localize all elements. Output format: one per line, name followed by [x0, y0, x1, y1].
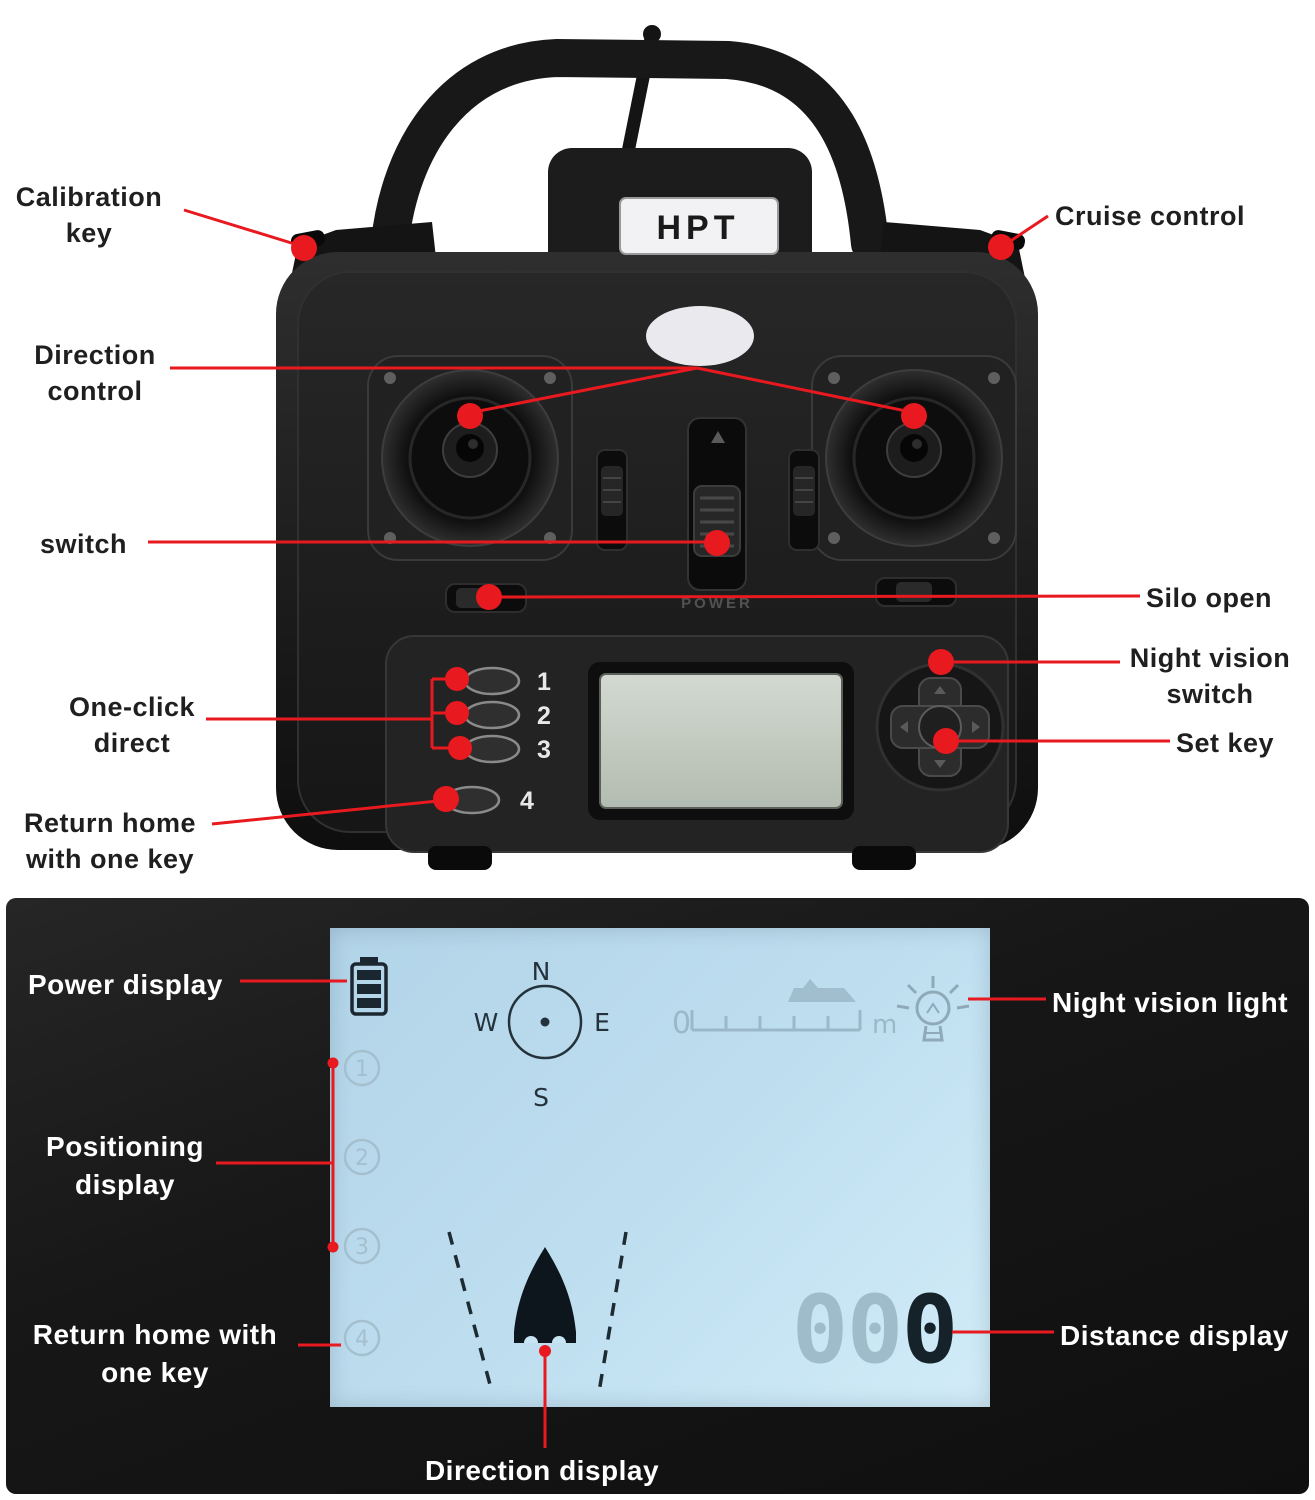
bottom-annotations: [216, 979, 1054, 1448]
right-joystick: [811, 355, 1017, 561]
compass-w: W: [474, 1008, 499, 1037]
power-slider: POWER: [681, 417, 753, 612]
label-positioning-display: Positioning display: [46, 1131, 204, 1200]
label-one-click-direct: One-click direct: [68, 692, 196, 758]
distance-readout: 0 0 0: [792, 1276, 959, 1385]
annotation-set-key: [933, 728, 1170, 754]
function-buttons: 1 2 3 4: [443, 666, 551, 815]
label-return-home-one-key: Return home with one key: [32, 1319, 278, 1388]
silo-switch-slider: [875, 577, 957, 607]
speaker-oval: [646, 306, 754, 366]
label-switch: switch: [40, 529, 128, 559]
label-night-vision-light: Night vision light: [1052, 987, 1289, 1018]
right-trim-slider: [788, 449, 820, 551]
button-4-label: 4: [520, 787, 534, 815]
annotation-one-click-direct: [206, 667, 472, 760]
annotation-night-vision-switch: [928, 649, 1120, 675]
compass-e: E: [594, 1008, 610, 1037]
lcd-content: N S W E 0 m: [343, 957, 970, 1393]
label-distance-display: Distance display: [1060, 1320, 1289, 1351]
annotation-direction-control: [170, 366, 927, 429]
left-foot: [428, 846, 492, 870]
brand-plate: [619, 197, 779, 255]
compass-icon: N S W E: [474, 957, 610, 1112]
bulb-icon: [896, 976, 970, 1042]
positioning-2: 2: [355, 1146, 369, 1171]
distance-digit-2: 0: [847, 1276, 904, 1385]
annotation-return-home: [211, 786, 459, 826]
remote-controller: HPT: [276, 25, 1038, 870]
right-foot: [852, 846, 916, 870]
label-calibration-key: Calibration key: [15, 182, 163, 248]
antenna-tip: [643, 25, 661, 43]
left-joystick: [367, 355, 573, 561]
compass-n: N: [532, 957, 551, 986]
distance-digit-1: 0: [792, 1276, 849, 1385]
label-direction-display: Direction display: [424, 1455, 660, 1486]
label-night-vision-switch: Night vision switch: [1129, 643, 1291, 709]
positioning-4: 4: [355, 1327, 369, 1352]
remote-lcd: [588, 662, 854, 820]
annotation-positioning-display: [216, 1057, 339, 1253]
boat-status-icon: [788, 979, 856, 1002]
top-annotations: [148, 208, 1170, 826]
course-line-right: [597, 1231, 628, 1393]
brand-text: HPT: [657, 209, 740, 247]
power-slider-label: POWER: [681, 595, 753, 612]
annotation-direction-display: [539, 1345, 551, 1448]
label-cruise-control: Cruise control: [1055, 201, 1246, 231]
label-return-home: Return home with one key: [23, 808, 196, 874]
left-trim-slider: [596, 449, 628, 551]
button-1-label: 1: [537, 668, 551, 696]
button-1: [463, 666, 521, 696]
label-silo-open: Silo open: [1146, 583, 1272, 613]
button-2: [463, 700, 521, 730]
positioning-indicators: 1 2 3 4: [343, 1049, 381, 1357]
remote-illustration: HPT: [148, 25, 1170, 870]
label-direction-control: Direction control: [34, 340, 156, 406]
distance-scale: 0 m: [672, 1006, 897, 1041]
scale-zero: 0: [672, 1006, 691, 1041]
boat-icon: [514, 1247, 576, 1343]
scale-unit: m: [872, 1010, 897, 1040]
annotation-cruise-control: [988, 214, 1049, 260]
compass-s: S: [533, 1083, 549, 1112]
dpad: [875, 662, 1005, 792]
label-set-key: Set key: [1176, 728, 1275, 758]
label-power-display: Power display: [28, 969, 223, 1000]
lcd-illustration: N S W E 0 m: [216, 957, 1054, 1448]
carry-handle: [371, 38, 889, 263]
lcd-screen: [330, 928, 990, 1407]
annotation-switch: [148, 530, 730, 556]
annotation-calibration-key: [183, 208, 317, 261]
battery-icon: [350, 957, 388, 1016]
positioning-1: 1: [355, 1057, 369, 1082]
button-3: [463, 734, 521, 764]
distance-digit-3: 0: [902, 1276, 959, 1385]
button-3-label: 3: [537, 736, 551, 764]
course-line-left: [447, 1231, 494, 1393]
annotation-silo-open: [476, 584, 1141, 610]
button-2-label: 2: [537, 702, 551, 730]
positioning-3: 3: [355, 1235, 369, 1260]
